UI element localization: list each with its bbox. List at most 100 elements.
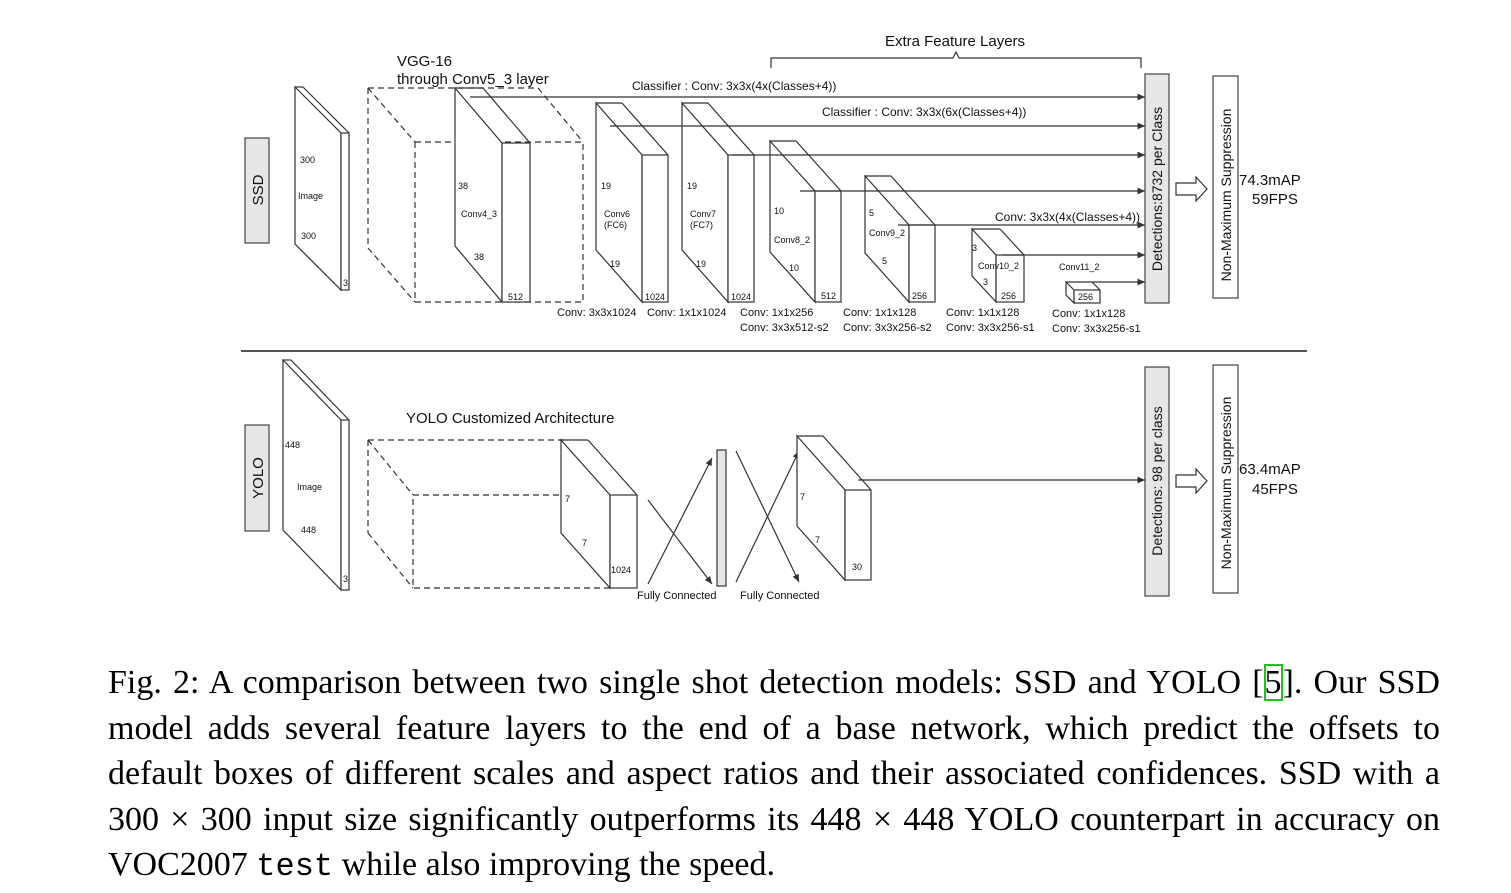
yolo-conv-height: 7: [565, 494, 570, 504]
yolo-image-label: Image: [297, 482, 322, 492]
conv8-2-block: [769, 139, 842, 304]
yolo-detections-label: Detections: 98 per class: [1149, 406, 1165, 555]
classifier-label-1: Classifier : Conv: 3x3x(4x(Classes+4)): [632, 79, 836, 93]
conv6-width: 19: [610, 259, 620, 269]
yolo-out-width: 7: [815, 535, 820, 545]
conv8-2-label: Conv8_2: [774, 235, 810, 245]
conv11-2-label: Conv11_2: [1059, 262, 1099, 272]
caption-test-keyword: test: [256, 848, 334, 885]
fc-label-2: Fully Connected: [740, 590, 820, 602]
citation-link[interactable]: 5: [1263, 664, 1283, 701]
ssd-image-top-dim: 300: [300, 155, 315, 165]
conv8-2-height: 10: [774, 206, 784, 216]
conv9-2-label: Conv9_2: [869, 228, 905, 238]
fc-label-1: Fully Connected: [637, 590, 717, 602]
vgg-title-line-1: VGG-16: [397, 53, 452, 70]
caption-body: ]. Our SSD model adds several feature la…: [108, 664, 1440, 883]
op-conv10-line-2: Conv: 3x3x256-s1: [946, 322, 1035, 334]
conv7-label-2: (FC7): [690, 220, 713, 230]
conv7-height: 19: [687, 181, 697, 191]
conv8-2-width: 10: [789, 263, 799, 273]
ssd-nms-label: Non-Maximum Suppression: [1218, 109, 1234, 282]
ssd-nms-box: [1212, 75, 1239, 299]
conv10-2-width: 3: [983, 277, 988, 287]
conv4-3-height: 38: [458, 181, 468, 191]
classifier-label-2: Classifier : Conv: 3x3x(6x(Classes+4)): [822, 105, 1026, 119]
ssd-image-depth: 3: [343, 278, 348, 288]
figure-caption: Fig. 2: A comparison between two single …: [108, 660, 1440, 890]
conv10-2-label: Conv10_2: [978, 261, 1019, 271]
conv6-depth: 1024: [645, 292, 665, 302]
conv7-width: 19: [696, 259, 706, 269]
op-conv11-line-2: Conv: 3x3x256-s1: [1052, 323, 1141, 335]
conv9-2-block: [864, 174, 936, 304]
conv10-2-depth: 256: [1001, 291, 1016, 301]
ssd-map: 74.3mAP: [1239, 172, 1301, 189]
yolo-map: 63.4mAP: [1239, 461, 1301, 478]
extra-layers-brace: [770, 50, 1142, 68]
conv4-3-block: [454, 86, 531, 304]
fc-cross-1a: [647, 499, 713, 585]
architecture-diagram: SSD VGG-16 through Conv5_3 layer Extra F…: [241, 33, 1307, 602]
vgg-title-line-2: through Conv5_3 layer: [397, 71, 549, 88]
op-conv7: Conv: 1x1x1024: [647, 307, 727, 319]
yolo-fps: 45FPS: [1252, 481, 1298, 498]
yolo-conv-width: 7: [582, 538, 587, 548]
op-conv10-line-1: Conv: 1x1x128: [946, 307, 1019, 319]
yolo-conv-depth: 1024: [611, 565, 631, 575]
yolo-nms-box: [1212, 364, 1239, 594]
yolo-nms-label: Non-Maximum Suppression: [1218, 397, 1234, 570]
yolo-image-bottom-dim: 448: [301, 525, 316, 535]
conv11-2-block: [1065, 280, 1101, 305]
conv8-2-depth: 512: [821, 291, 836, 301]
conv7-label-1: Conv7: [690, 209, 716, 219]
conv10-2-block: [971, 227, 1025, 304]
fc-cross-2b: [735, 450, 800, 583]
yolo-image-top-dim: 448: [285, 440, 300, 450]
conv7-block: [681, 101, 755, 304]
yolo-hollow-arrow: [1175, 467, 1208, 495]
conv4-3-label: Conv4_3: [461, 209, 497, 219]
yolo-detections-box: [1144, 366, 1170, 597]
ssd-fps: 59FPS: [1252, 191, 1298, 208]
ssd-hollow-arrow: [1175, 175, 1208, 203]
ssd-detections-label: Detections:8732 per Class: [1149, 107, 1165, 271]
yolo-out-height: 7: [800, 492, 805, 502]
op-conv9-line-2: Conv: 3x3x256-s2: [843, 322, 932, 334]
ssd-tag: SSD: [250, 174, 267, 205]
yolo-conv-block: [560, 438, 638, 590]
ssd-image-bottom-dim: 300: [301, 231, 316, 241]
conv6-height: 19: [601, 181, 611, 191]
extra-layers-label: Extra Feature Layers: [885, 33, 1025, 50]
ssd-image-label: Image: [298, 191, 323, 201]
yolo-out-depth: 30: [852, 562, 862, 572]
conv9-2-width: 5: [882, 256, 887, 266]
conv4-3-width: 38: [474, 252, 484, 262]
conv6-label-1: Conv6: [604, 209, 630, 219]
yolo-image-depth: 3: [343, 574, 348, 584]
ssd-detections-box: [1144, 73, 1170, 304]
op-conv8-line-2: Conv: 3x3x512-s2: [740, 322, 829, 334]
conv9-2-depth: 256: [912, 291, 927, 301]
yolo-image-block: [282, 358, 350, 592]
ssd-image-block: [294, 85, 350, 292]
conv6-block: [595, 101, 669, 304]
caption-end: while also improving the speed.: [333, 846, 776, 883]
conv4-3-depth: 512: [508, 292, 523, 302]
conv10-2-height: 3: [972, 243, 977, 253]
op-conv11-line-1: Conv: 1x1x128: [1052, 308, 1125, 320]
op-conv6: Conv: 3x3x1024: [557, 307, 637, 319]
yolo-arch-title: YOLO Customized Architecture: [406, 410, 614, 427]
classifier-label-3: Conv: 3x3x(4x(Classes+4)): [995, 210, 1140, 224]
ssd-tag-box: [244, 137, 270, 244]
conv6-label-2: (FC6): [604, 220, 627, 230]
caption-prefix: Fig. 2: A comparison between two single …: [108, 664, 1264, 701]
fc-cross-1b: [647, 457, 713, 585]
yolo-tag-box: [244, 424, 270, 532]
conv9-2-height: 5: [869, 208, 874, 218]
op-conv9-line-1: Conv: 1x1x128: [843, 307, 916, 319]
fc-vector: [716, 449, 727, 587]
op-conv8-line-1: Conv: 1x1x256: [740, 307, 813, 319]
yolo-output-block: [796, 434, 872, 582]
conv11-2-depth: 256: [1078, 292, 1093, 302]
